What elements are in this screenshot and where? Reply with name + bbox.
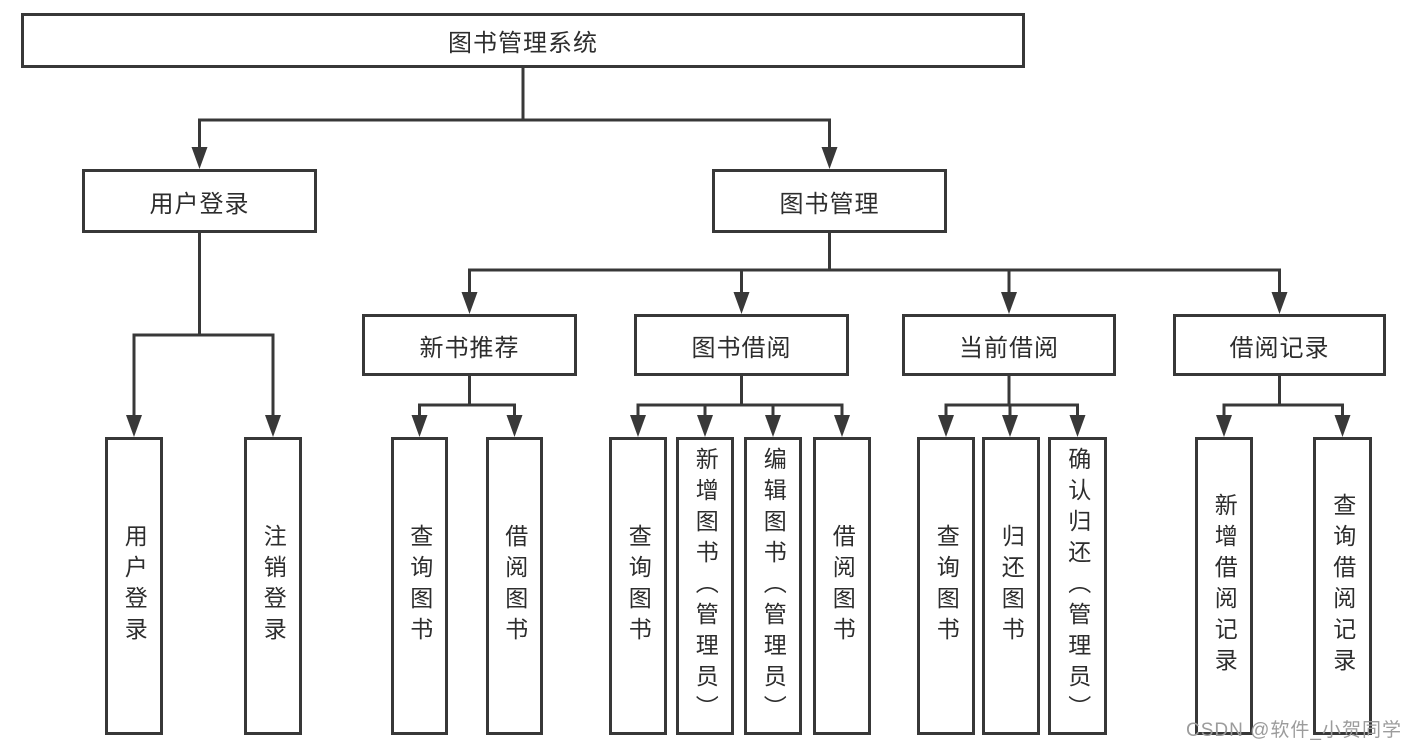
leaf-records-query-record: 查询借阅记录 xyxy=(1313,437,1372,735)
leaf-label: 查询图书 xyxy=(406,524,433,648)
leaf-current-return-books: 归还图书 xyxy=(982,437,1040,735)
leaf-borrowing-borrow-books: 借阅图书 xyxy=(813,437,871,735)
leaf-label: 注销登录 xyxy=(260,524,287,648)
leaf-label: 新增借阅记录 xyxy=(1211,493,1238,679)
leaf-user-login: 用户登录 xyxy=(105,437,163,735)
leaf-label: 查询图书 xyxy=(625,524,652,648)
node-root: 图书管理系统 xyxy=(21,13,1025,68)
leaf-current-query-books: 查询图书 xyxy=(917,437,975,735)
leaf-current-confirm-return-admin: 确认归还（管理员） xyxy=(1048,437,1107,735)
leaf-label: 新增图书（管理员） xyxy=(692,446,719,726)
watermark: CSDN @软件_小贺同学 xyxy=(1186,720,1402,741)
leaf-label: 确认归还（管理员） xyxy=(1064,446,1091,726)
node-book-borrowing: 图书借阅 xyxy=(634,314,849,376)
leaf-borrowing-edit-books-admin: 编辑图书（管理员） xyxy=(744,437,802,735)
node-borrowing-records: 借阅记录 xyxy=(1173,314,1386,376)
leaf-borrowing-add-books-admin: 新增图书（管理员） xyxy=(676,437,734,735)
node-book-management: 图书管理 xyxy=(712,169,947,233)
leaf-records-add-record: 新增借阅记录 xyxy=(1195,437,1253,735)
leaf-logout: 注销登录 xyxy=(244,437,302,735)
leaf-recommend-borrow-books: 借阅图书 xyxy=(486,437,543,735)
leaf-borrowing-query-books: 查询图书 xyxy=(609,437,667,735)
node-current-borrowing: 当前借阅 xyxy=(902,314,1116,376)
node-new-book-recommendation: 新书推荐 xyxy=(362,314,577,376)
leaf-label: 查询借阅记录 xyxy=(1329,493,1356,679)
leaf-label: 查询图书 xyxy=(933,524,960,648)
leaf-label: 用户登录 xyxy=(121,524,148,648)
leaf-label: 借阅图书 xyxy=(501,524,528,648)
leaf-recommend-query-books: 查询图书 xyxy=(391,437,448,735)
leaf-label: 借阅图书 xyxy=(829,524,856,648)
leaf-label: 归还图书 xyxy=(998,524,1025,648)
node-user-login: 用户登录 xyxy=(82,169,317,233)
leaf-label: 编辑图书（管理员） xyxy=(760,446,787,726)
